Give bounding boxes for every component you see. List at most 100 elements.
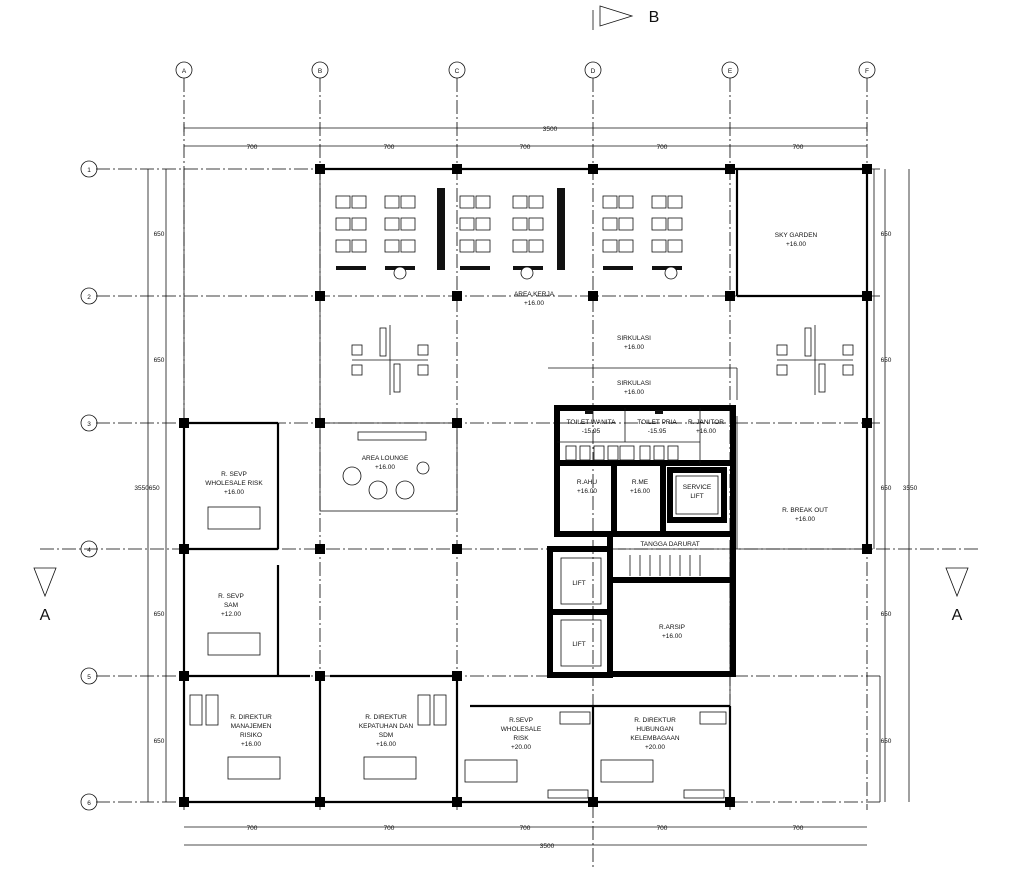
desk — [384, 195, 400, 209]
ahu-label: R.AHU — [577, 479, 598, 486]
grid-axes — [40, 78, 980, 870]
grid-label-e: E — [728, 68, 733, 75]
section-marker-a-right: A — [945, 567, 969, 624]
janitor-level: +16.00 — [696, 428, 716, 435]
desk — [602, 195, 618, 209]
grid-label-6: 6 — [87, 800, 91, 807]
round-table — [520, 266, 534, 280]
desk — [528, 239, 544, 253]
desk — [528, 195, 544, 209]
dir-hubungan-level: +20.00 — [645, 744, 665, 751]
desk — [651, 217, 667, 231]
desk — [667, 217, 683, 231]
janitor-label: R. JANITOR — [688, 419, 724, 426]
dim-left-5: 650 — [154, 738, 165, 745]
tangga-darurat-label: TANGGA DARURAT — [640, 541, 699, 548]
sirkulasi-2-level: +16.00 — [624, 389, 644, 396]
desk — [335, 217, 351, 231]
desk — [384, 217, 400, 231]
desk — [400, 239, 416, 253]
grid-label-f: F — [865, 68, 869, 75]
me-label: R.ME — [632, 479, 649, 486]
desk — [384, 239, 400, 253]
section-marker-a-left: A — [33, 567, 57, 624]
walls — [182, 167, 881, 804]
dim-right-3: 650 — [881, 485, 892, 492]
dir-mr-label-1: R. DIREKTUR — [230, 714, 272, 721]
dim-right-4: 650 — [881, 611, 892, 618]
desk — [667, 195, 683, 209]
dim-top-bay-5: 700 — [793, 144, 804, 151]
area-lounge-level: +16.00 — [375, 464, 395, 471]
toilet-pria-level: -15.95 — [648, 428, 667, 435]
section-b-label: B — [649, 9, 660, 26]
cabinet — [557, 188, 565, 270]
section-marker-b: B — [592, 5, 660, 30]
service-lift-label-1: SERVICE — [683, 484, 712, 491]
dir-hubungan-label-2: HUBUNGAN — [636, 726, 674, 733]
desk-divider — [460, 266, 490, 270]
core-walls — [547, 405, 736, 678]
sevp-wholesale-bottom-label-2: WHOLESALE — [501, 726, 542, 733]
dim-left-total: 3550650 — [134, 485, 160, 492]
desk — [651, 239, 667, 253]
structural-columns — [179, 164, 872, 807]
cabinet — [437, 188, 445, 270]
me-level: +16.00 — [630, 488, 650, 495]
desk — [512, 195, 528, 209]
ahu-level: +16.00 — [577, 488, 597, 495]
desk — [351, 239, 367, 253]
desk — [602, 217, 618, 231]
sevp-sam-label-1: R. SEVP — [218, 593, 244, 600]
lounge-furniture — [342, 431, 430, 500]
desk — [475, 217, 491, 231]
dim-left-4: 650 — [154, 611, 165, 618]
dim-right-1: 650 — [881, 231, 892, 238]
sky-garden-level: +16.00 — [786, 241, 806, 248]
room-labels: AREA KERJA +16.00 SKY GARDEN +16.00 SIRK… — [205, 232, 828, 751]
break-out-level: +16.00 — [795, 516, 815, 523]
desk — [459, 239, 475, 253]
dim-bottom-bay-1: 700 — [247, 825, 258, 832]
desk — [512, 217, 528, 231]
grid-label-c: C — [455, 68, 460, 75]
grid-label-2: 2 — [87, 294, 91, 301]
arsip-label: R.ARSIP — [659, 624, 685, 631]
dir-kepatuhan-label-3: SDM — [379, 732, 393, 739]
dim-top-bay-2: 700 — [384, 144, 395, 151]
dir-mr-level: +16.00 — [241, 741, 261, 748]
dim-left-1: 650 — [154, 231, 165, 238]
dir-mr-label-2: MANAJEMEN — [231, 723, 272, 730]
workstation-pod-right — [776, 325, 854, 395]
dim-top-bay-3: 700 — [520, 144, 531, 151]
grid-label-b: B — [318, 68, 322, 75]
desk — [602, 239, 618, 253]
toilet-fixtures — [565, 410, 679, 461]
dimension-lines: 3500 700 700 700 700 700 700 700 700 700… — [134, 124, 918, 850]
lift-2-label: LIFT — [572, 641, 585, 648]
desk-divider — [603, 266, 633, 270]
desk — [651, 195, 667, 209]
desk — [459, 217, 475, 231]
area-kerja-level: +16.00 — [524, 300, 544, 307]
dim-bottom-bay-3: 700 — [520, 825, 531, 832]
dim-bottom-bay-4: 700 — [657, 825, 668, 832]
office-desks — [189, 506, 727, 799]
dim-bottom-total: 3500 — [540, 843, 555, 850]
dim-top-total: 3500 — [543, 126, 558, 133]
desk — [475, 239, 491, 253]
grid-label-4: 4 — [87, 547, 91, 554]
dim-top-bay-1: 700 — [247, 144, 258, 151]
grid-column-bubbles: A B C D E F — [175, 61, 876, 79]
grid-row-bubbles: 1 2 3 4 5 6 — [80, 160, 98, 811]
desk — [618, 195, 634, 209]
grid-label-5: 5 — [87, 674, 91, 681]
desk — [351, 195, 367, 209]
lift-1-label: LIFT — [572, 580, 585, 587]
dim-top-bay-4: 700 — [657, 144, 668, 151]
workstation-clusters — [335, 188, 683, 280]
desk — [618, 217, 634, 231]
desk — [512, 239, 528, 253]
dim-left-2: 650 — [154, 357, 165, 364]
area-kerja-label: AREA KERJA — [514, 291, 555, 298]
